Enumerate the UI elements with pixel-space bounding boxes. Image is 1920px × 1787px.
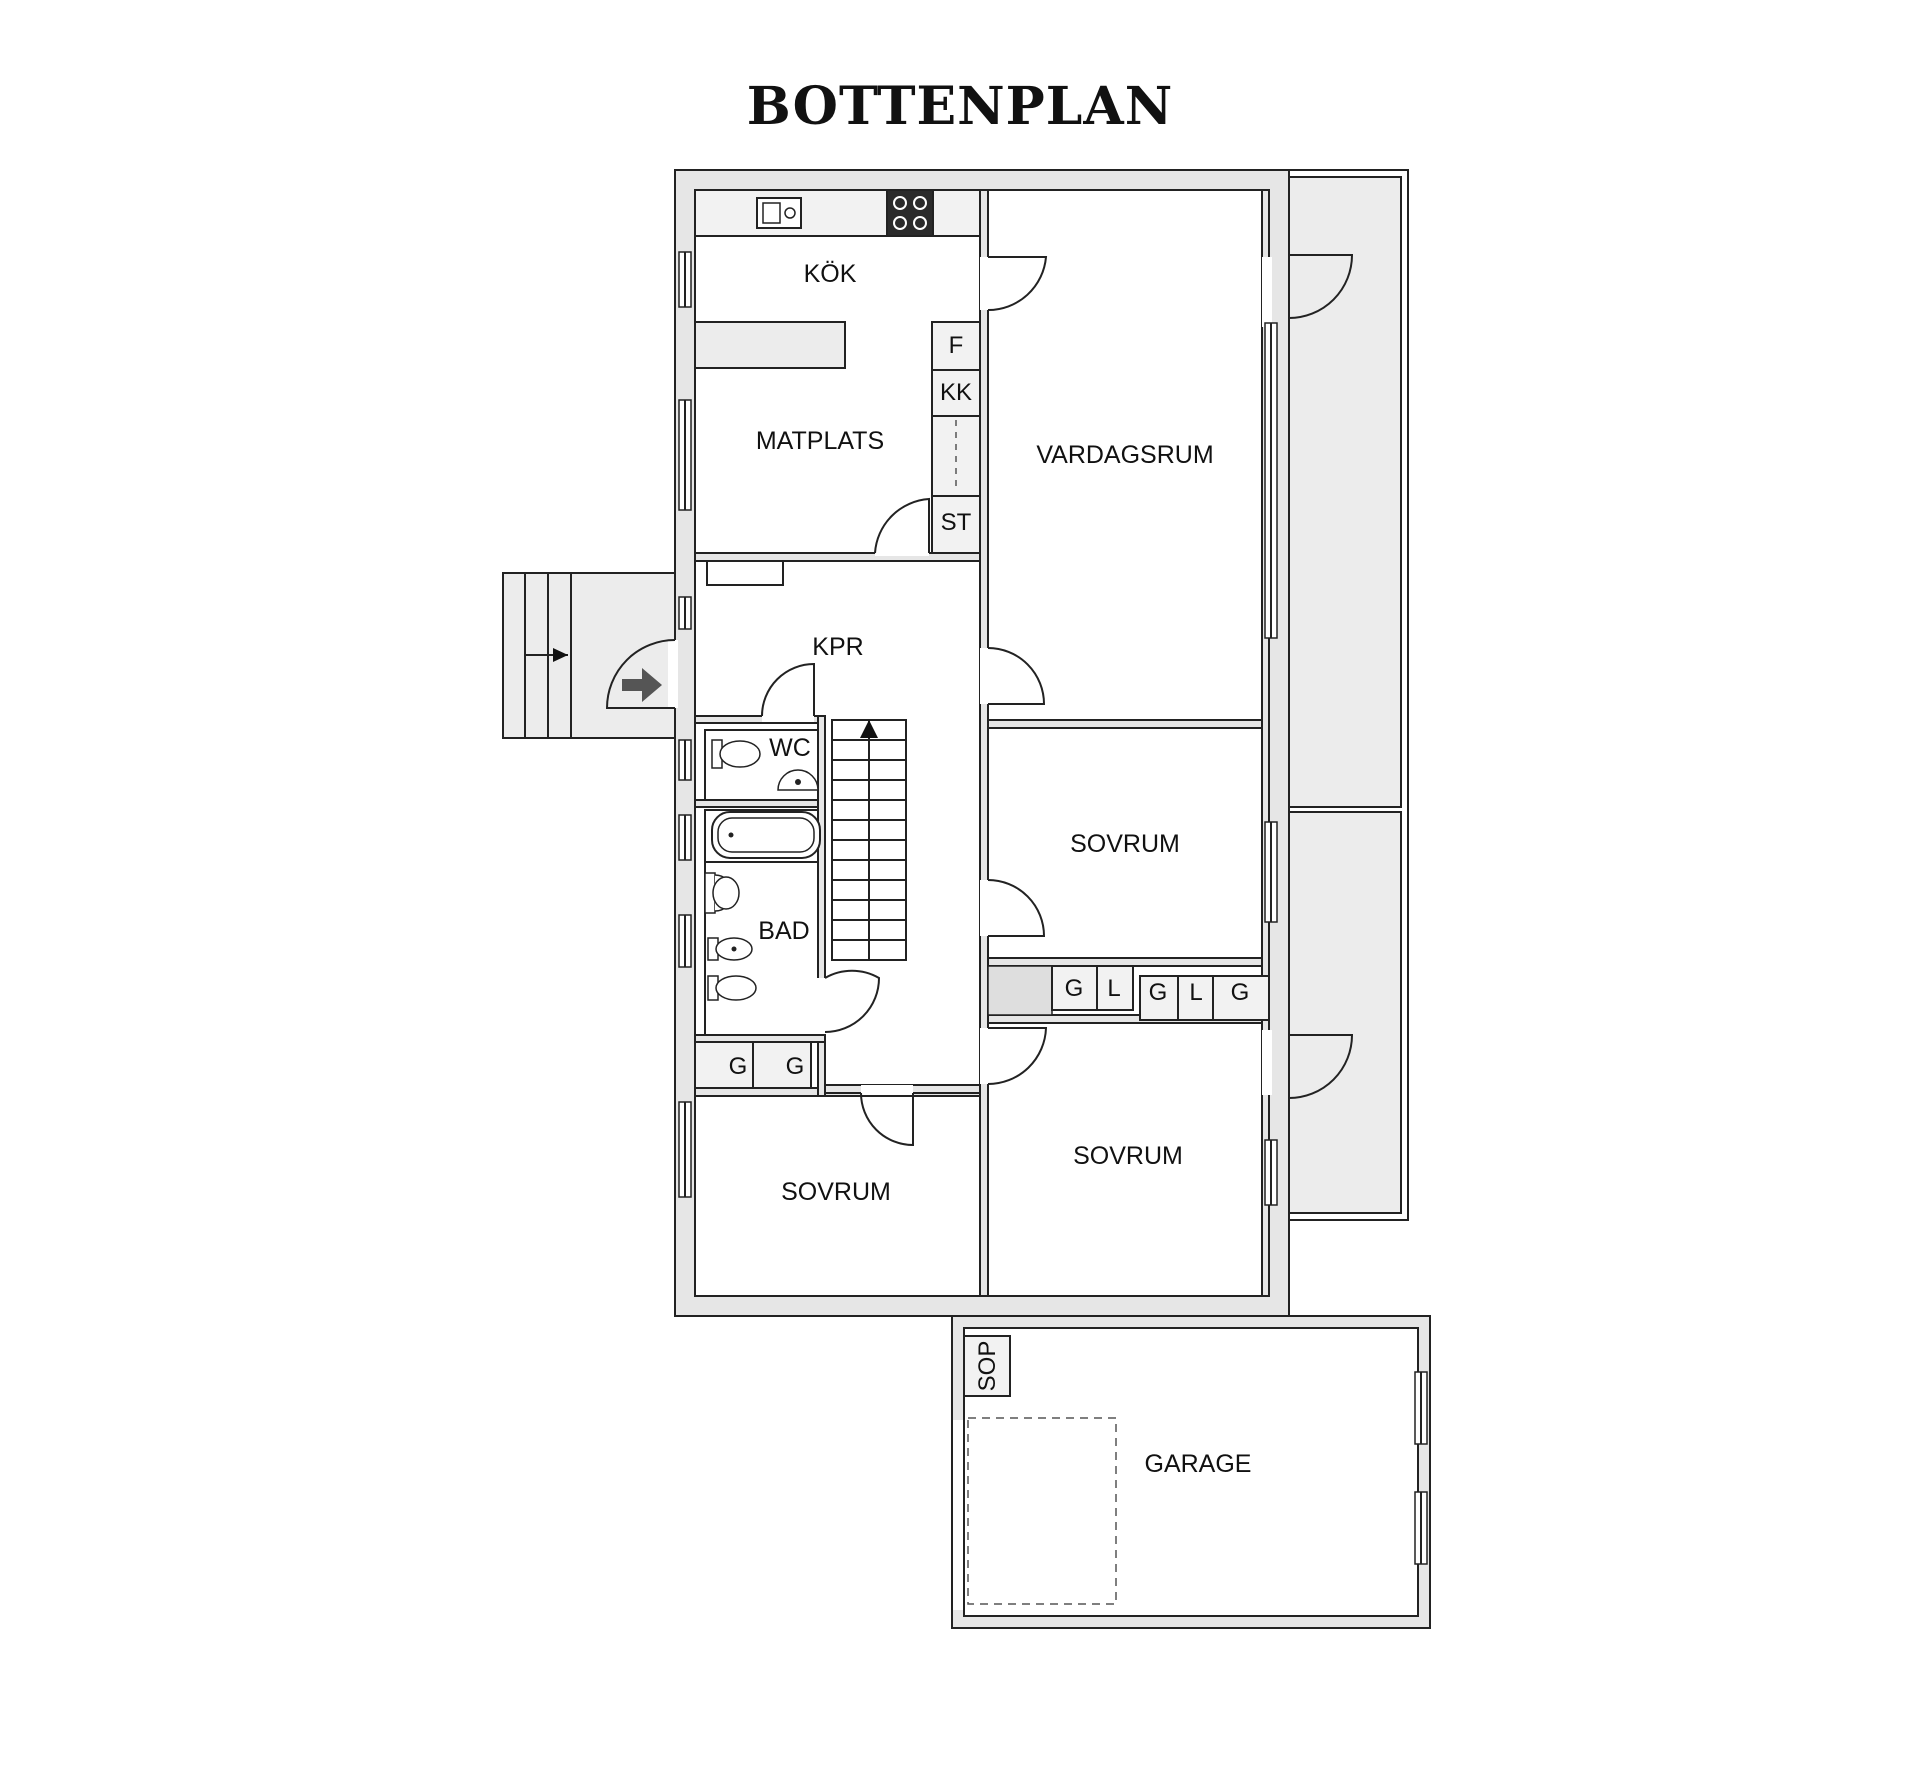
entrance-arrow-icon [622,668,662,702]
room-label-sovrum-3: SOVRUM [781,1178,891,1206]
wc-sink-icon [777,769,819,791]
kitchen-counter [694,189,981,237]
bedroom-closet-a-label-1: G [1065,975,1084,1002]
plan-title: BOTTENPLAN [746,76,1174,137]
cabinet-label-f: F [949,332,964,359]
room-label-kok: KÖK [804,260,857,288]
sop-closet [963,1335,1011,1397]
car-parking-outline [967,1417,1117,1605]
windows [678,251,1278,1206]
room-label-vardagsrum: VARDAGSRUM [1036,441,1213,469]
room-label-bad: BAD [758,917,809,945]
hall-closet-label-1: G [729,1053,748,1080]
doors [605,254,1354,1147]
bedroom-closets-b [1139,975,1270,1021]
bedroom-closet-b-label-2: L [1189,979,1202,1006]
room-label-wc: WC [769,734,811,762]
bath-toilet-icon [707,975,757,1001]
room-label-matplats: MATPLATS [756,427,884,455]
terrace-upper [1288,176,1402,808]
room-label-garage: GARAGE [1145,1450,1252,1478]
sink-icon [756,197,802,229]
stairs-up-arrow-icon [860,720,878,738]
stove-icon [886,189,934,237]
cabinet-label-st: ST [941,509,972,536]
toilet-icon [711,739,761,769]
bidet-icon [707,937,753,961]
room-label-sovrum-1: SOVRUM [1070,830,1180,858]
terrace-lower [1288,811,1402,1214]
closet-corridor [987,965,1053,1016]
tall-cabinets [931,321,981,554]
terrace-outline [1289,169,1409,1221]
closet-label-sop: SOP [974,1341,1001,1392]
bedroom-closet-b-label-3: G [1231,979,1250,1006]
kitchen-island [694,321,846,369]
staircase [831,719,907,961]
bedroom-closets-a [1051,965,1134,1011]
cabinet-label-kk: KK [940,379,972,406]
bath-sink-icon [704,872,740,914]
bedroom-closet-a-label-2: L [1107,975,1120,1002]
steps-arrow-icon [553,648,568,662]
hall-closets [694,1041,812,1089]
hall-closet-label-2: G [786,1053,805,1080]
bathtub-icon [711,811,821,859]
room-label-kpr: KPR [812,633,863,661]
room-label-sovrum-2: SOVRUM [1073,1142,1183,1170]
bedroom-closet-b-label-1: G [1149,979,1168,1006]
hall-shelf [706,560,784,586]
garage-opening [950,1420,966,1610]
